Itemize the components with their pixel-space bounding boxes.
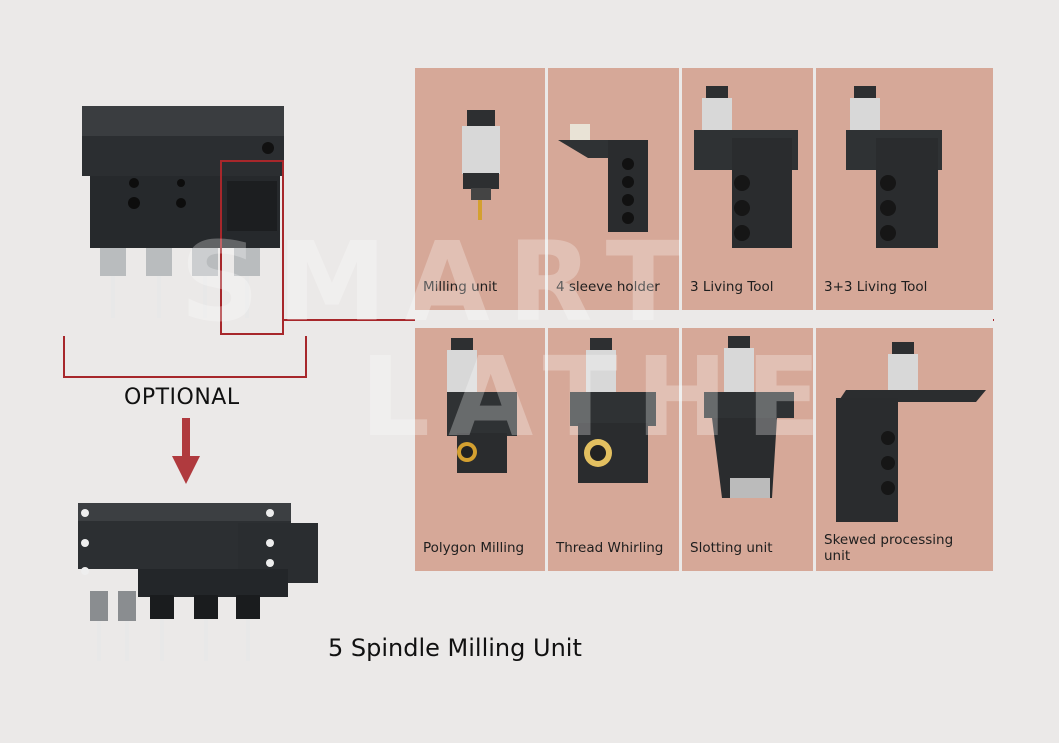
tool-grid: Milling unit 4 sleeve holder 3 Living To… [415, 68, 993, 571]
tool-label: Slotting unit [690, 540, 773, 556]
five-spindle-unit-image [78, 503, 323, 663]
tool-label: Skewed processing unit [824, 532, 954, 564]
living-tool-3plus3-image [846, 86, 942, 248]
spindle-block-top [82, 106, 287, 321]
tool-label: 3 Living Tool [690, 279, 774, 295]
sleeve-holder-image [558, 124, 648, 232]
tool-label: Polygon Milling [423, 540, 525, 556]
tool-cell-living-tool-3plus3: 3+3 Living Tool [816, 68, 993, 310]
polygon-milling-image [447, 338, 517, 473]
tool-label: Thread Whirling [556, 540, 664, 556]
tool-cell-living-tool: 3 Living Tool [682, 68, 813, 310]
tool-cell-sleeve-holder: 4 sleeve holder [548, 68, 679, 310]
tool-cell-polygon-milling: Polygon Milling [415, 328, 545, 571]
milling-unit-image [462, 110, 500, 220]
tool-label: 3+3 Living Tool [824, 279, 928, 295]
tool-label: 4 sleeve holder [556, 279, 660, 295]
highlight-box [220, 160, 284, 335]
bracket [63, 336, 307, 378]
tool-cell-thread-whirling: Thread Whirling [548, 328, 679, 571]
living-tool-image [694, 86, 798, 248]
optional-label: OPTIONAL [124, 385, 240, 410]
tool-label: Milling unit [423, 279, 498, 295]
skewed-processing-image [836, 342, 986, 522]
thread-whirling-image [570, 338, 656, 483]
tool-cell-skewed-processing: Skewed processing unit [816, 328, 993, 571]
down-arrow-icon [172, 418, 200, 484]
slotting-unit-image [704, 336, 794, 498]
tool-cell-milling-unit: Milling unit [415, 68, 545, 310]
tool-cell-slotting-unit: Slotting unit [682, 328, 813, 571]
bottom-title: 5 Spindle Milling Unit [328, 634, 582, 662]
